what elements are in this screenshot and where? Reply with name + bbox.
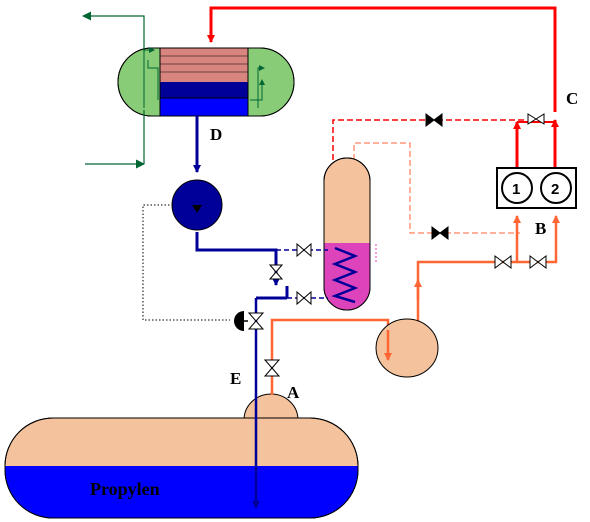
valve-suction-2 [529,255,547,269]
compressor-stage-2 [540,172,572,204]
hot-gas-bypass-line [332,119,524,162]
tank-label: Propylen [90,479,160,499]
control-valve-actuator [234,311,244,331]
valves [247,113,547,377]
condenser-hot-section [160,48,248,82]
stage-1-label: 1 [512,181,520,198]
valve-c-top [527,113,545,125]
valve-bypass-red [425,113,443,127]
valve-bypass-orange [431,226,449,240]
valve-coil-outlet [296,290,312,306]
stage-2-label: 2 [551,181,559,198]
label-d: D [210,125,222,144]
propylene-storage-tank: Propylen [4,393,359,519]
separator-vessel [375,318,439,378]
cooling-coil [331,246,359,304]
compressor-stage-1 [501,172,533,204]
label-c: C [566,89,578,108]
valve-suction-1 [494,255,512,269]
tank-liquid [5,466,358,518]
valve-control [247,312,265,330]
valve-coil-inlet [296,242,312,258]
control-signal-line [142,204,230,321]
condenser [117,47,295,117]
valve-liquid-vertical [268,264,284,280]
label-e: E [230,369,241,388]
compressor: 1 2 [496,167,577,209]
intercooler-column [323,157,377,311]
warm-bypass-line [353,142,520,234]
cooling-water-out [82,11,145,52]
valve-tank-outlet [263,359,281,377]
hot-gas-line [207,6,559,168]
label-a: A [287,383,300,402]
label-b: B [535,219,546,238]
